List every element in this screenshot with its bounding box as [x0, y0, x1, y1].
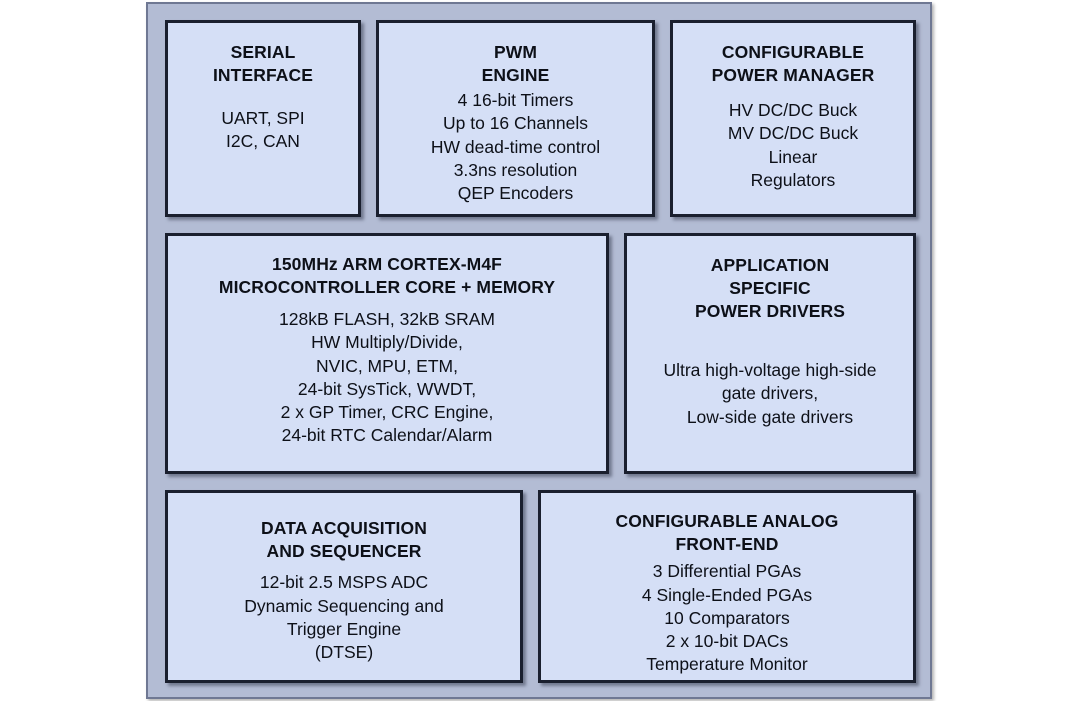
block-application-specific-power-drivers: APPLICATION SPECIFIC POWER DRIVERS Ultra… — [624, 232, 916, 475]
block-serial-interface-body: UART, SPI I2C, CAN — [221, 108, 305, 152]
block-configurable-power-manager-body: HV DC/DC Buck MV DC/DC Buck Linear Regul… — [727, 100, 859, 190]
block-data-acquisition-and-sequencer-title: DATA ACQUISITION AND SEQUENCER — [261, 518, 427, 562]
panel-inner-grid: SERIAL INTERFACE UART, SPI I2C, CAN PWM … — [148, 4, 930, 697]
block-configurable-power-manager-title: CONFIGURABLE POWER MANAGER — [711, 42, 875, 86]
block-row-top: SERIAL INTERFACE UART, SPI I2C, CAN PWM … — [165, 20, 916, 217]
block-data-acquisition-and-sequencer: DATA ACQUISITION AND SEQUENCER 12-bit 2.… — [165, 490, 523, 683]
block-configurable-analog-front-end-title: CONFIGURABLE ANALOG FRONT-END — [615, 511, 839, 555]
block-microcontroller-core-title: 150MHz ARM CORTEX-M4F MICROCONTROLLER CO… — [218, 253, 556, 297]
block-row-bottom: DATA ACQUISITION AND SEQUENCER 12-bit 2.… — [165, 490, 916, 683]
block-serial-interface-title: SERIAL INTERFACE — [212, 42, 314, 86]
block-data-acquisition-and-sequencer-body: 12-bit 2.5 MSPS ADC Dynamic Sequencing a… — [244, 572, 444, 663]
block-configurable-analog-front-end: CONFIGURABLE ANALOG FRONT-END 3 Differen… — [538, 490, 916, 683]
block-pwm-engine-body: 4 16-bit Timers Up to 16 Channels HW dea… — [430, 90, 601, 204]
block-application-specific-power-drivers-body: Ultra high-voltage high-side gate driver… — [663, 360, 877, 427]
block-microcontroller-core-body: 128kB FLASH, 32kB SRAM HW Multiply/Divid… — [279, 309, 495, 446]
block-application-specific-power-drivers-title: APPLICATION SPECIFIC POWER DRIVERS — [694, 254, 846, 322]
block-pwm-engine-title: PWM ENGINE — [481, 42, 550, 86]
block-row-middle: 150MHz ARM CORTEX-M4F MICROCONTROLLER CO… — [165, 232, 916, 475]
block-configurable-analog-front-end-body: 3 Differential PGAs 4 Single-Ended PGAs … — [641, 561, 813, 675]
block-pwm-engine: PWM ENGINE 4 16-bit Timers Up to 16 Chan… — [376, 20, 655, 217]
chip-outer-panel: SERIAL INTERFACE UART, SPI I2C, CAN PWM … — [146, 2, 932, 699]
block-serial-interface: SERIAL INTERFACE UART, SPI I2C, CAN — [165, 20, 361, 217]
block-microcontroller-core: 150MHz ARM CORTEX-M4F MICROCONTROLLER CO… — [165, 232, 609, 475]
block-configurable-power-manager: CONFIGURABLE POWER MANAGER HV DC/DC Buck… — [670, 20, 916, 217]
